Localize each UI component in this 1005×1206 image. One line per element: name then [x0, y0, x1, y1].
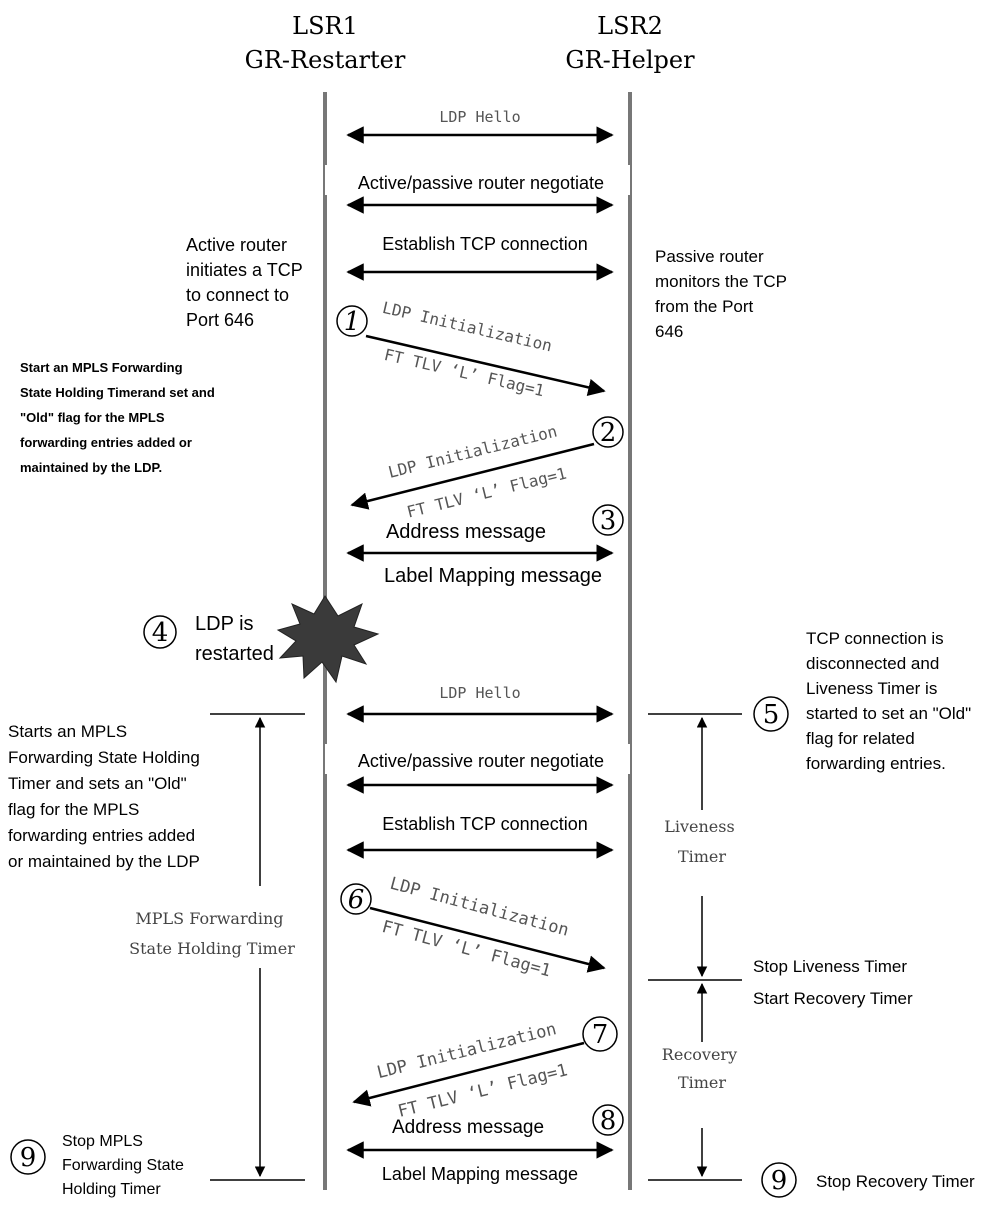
recovery-timer-label: Recovery Timer	[662, 1045, 742, 1092]
ldp-init-arrow-7	[352, 1041, 585, 1107]
step-6-circle	[340, 883, 372, 915]
stop-liveness-label: Stop Liveness Timer	[753, 957, 907, 976]
ldp-init-arrow-1	[365, 334, 606, 396]
address-label-2: Address message	[392, 1117, 544, 1138]
address-label-1: Address message	[386, 521, 546, 543]
ldp-restarted-note: LDP is restarted	[195, 613, 274, 665]
step-9-left-circle	[10, 1139, 46, 1175]
ldp-init-arrow-6	[369, 906, 606, 973]
step-4-number: 4	[152, 618, 169, 648]
step-9-right-number: 9	[771, 1166, 788, 1196]
step-1-circle	[336, 305, 368, 337]
step-2-circle	[592, 416, 624, 448]
lsr2-name: LSR2	[597, 12, 663, 40]
restart-burst-icon	[276, 595, 380, 684]
start-recovery-label: Start Recovery Timer	[753, 989, 913, 1008]
passive-router-note: Passive router monitors the TCP from the…	[655, 247, 791, 341]
label-mapping-label-2: Label Mapping message	[382, 1164, 578, 1184]
step-3-circle	[592, 504, 624, 536]
stop-recovery-label: Stop Recovery Timer	[816, 1172, 975, 1191]
step-7-circle	[582, 1016, 618, 1052]
step-8-number: 8	[600, 1106, 617, 1136]
negotiate-label-bg-2	[325, 744, 630, 774]
step-3-number: 3	[600, 506, 617, 536]
step-5-number: 5	[763, 700, 780, 730]
tcp-label-2: Establish TCP connection	[382, 814, 587, 834]
ldp-hello-label-1: LDP Hello	[439, 108, 520, 126]
step-7-number: 7	[592, 1020, 609, 1050]
active-router-note: Active router initiates a TCP to connect…	[186, 235, 307, 330]
ldp-init-label-2b: FT TLV ‘L’ Flag=1	[405, 464, 568, 522]
ldp-hello-label-2: LDP Hello	[439, 684, 520, 702]
lsr2-role: GR-Helper	[565, 46, 695, 74]
ldp-init-arrow-2	[350, 442, 595, 510]
step-9-right-circle	[761, 1162, 797, 1198]
lsr1-role: GR-Restarter	[245, 46, 406, 74]
step-5-circle	[753, 696, 789, 732]
starts-timer-note-2: Starts an MPLS Forwarding State Holding …	[8, 722, 205, 871]
tcp-label-1: Establish TCP connection	[382, 234, 587, 254]
negotiate-label-2: Active/passive router negotiate	[358, 751, 604, 771]
stop-mpls-note: Stop MPLS Forwarding State Holding Timer	[62, 1133, 188, 1198]
step-1-number: 1	[344, 307, 361, 337]
step-2-number: 2	[600, 418, 617, 448]
step-4-circle	[143, 615, 177, 649]
start-timer-note-1: Start an MPLS Forwarding State Holding T…	[20, 360, 218, 475]
tcp-disconnected-note: TCP connection is disconnected and Liven…	[806, 629, 976, 773]
step-6-number: 6	[348, 885, 365, 915]
negotiate-label-bg-1	[325, 165, 630, 195]
ldp-init-label-1a: LDP Initialization	[381, 298, 554, 356]
label-mapping-label-1: Label Mapping message	[384, 565, 602, 587]
negotiate-label-1: Active/passive router negotiate	[358, 173, 604, 193]
lsr1-name: LSR1	[292, 12, 358, 40]
liveness-timer-label: Liveness Timer	[664, 817, 740, 866]
mpls-timer-label: MPLS Forwarding State Holding Timer	[129, 909, 295, 958]
step-8-circle	[592, 1104, 624, 1136]
step-9-left-number: 9	[20, 1143, 37, 1173]
